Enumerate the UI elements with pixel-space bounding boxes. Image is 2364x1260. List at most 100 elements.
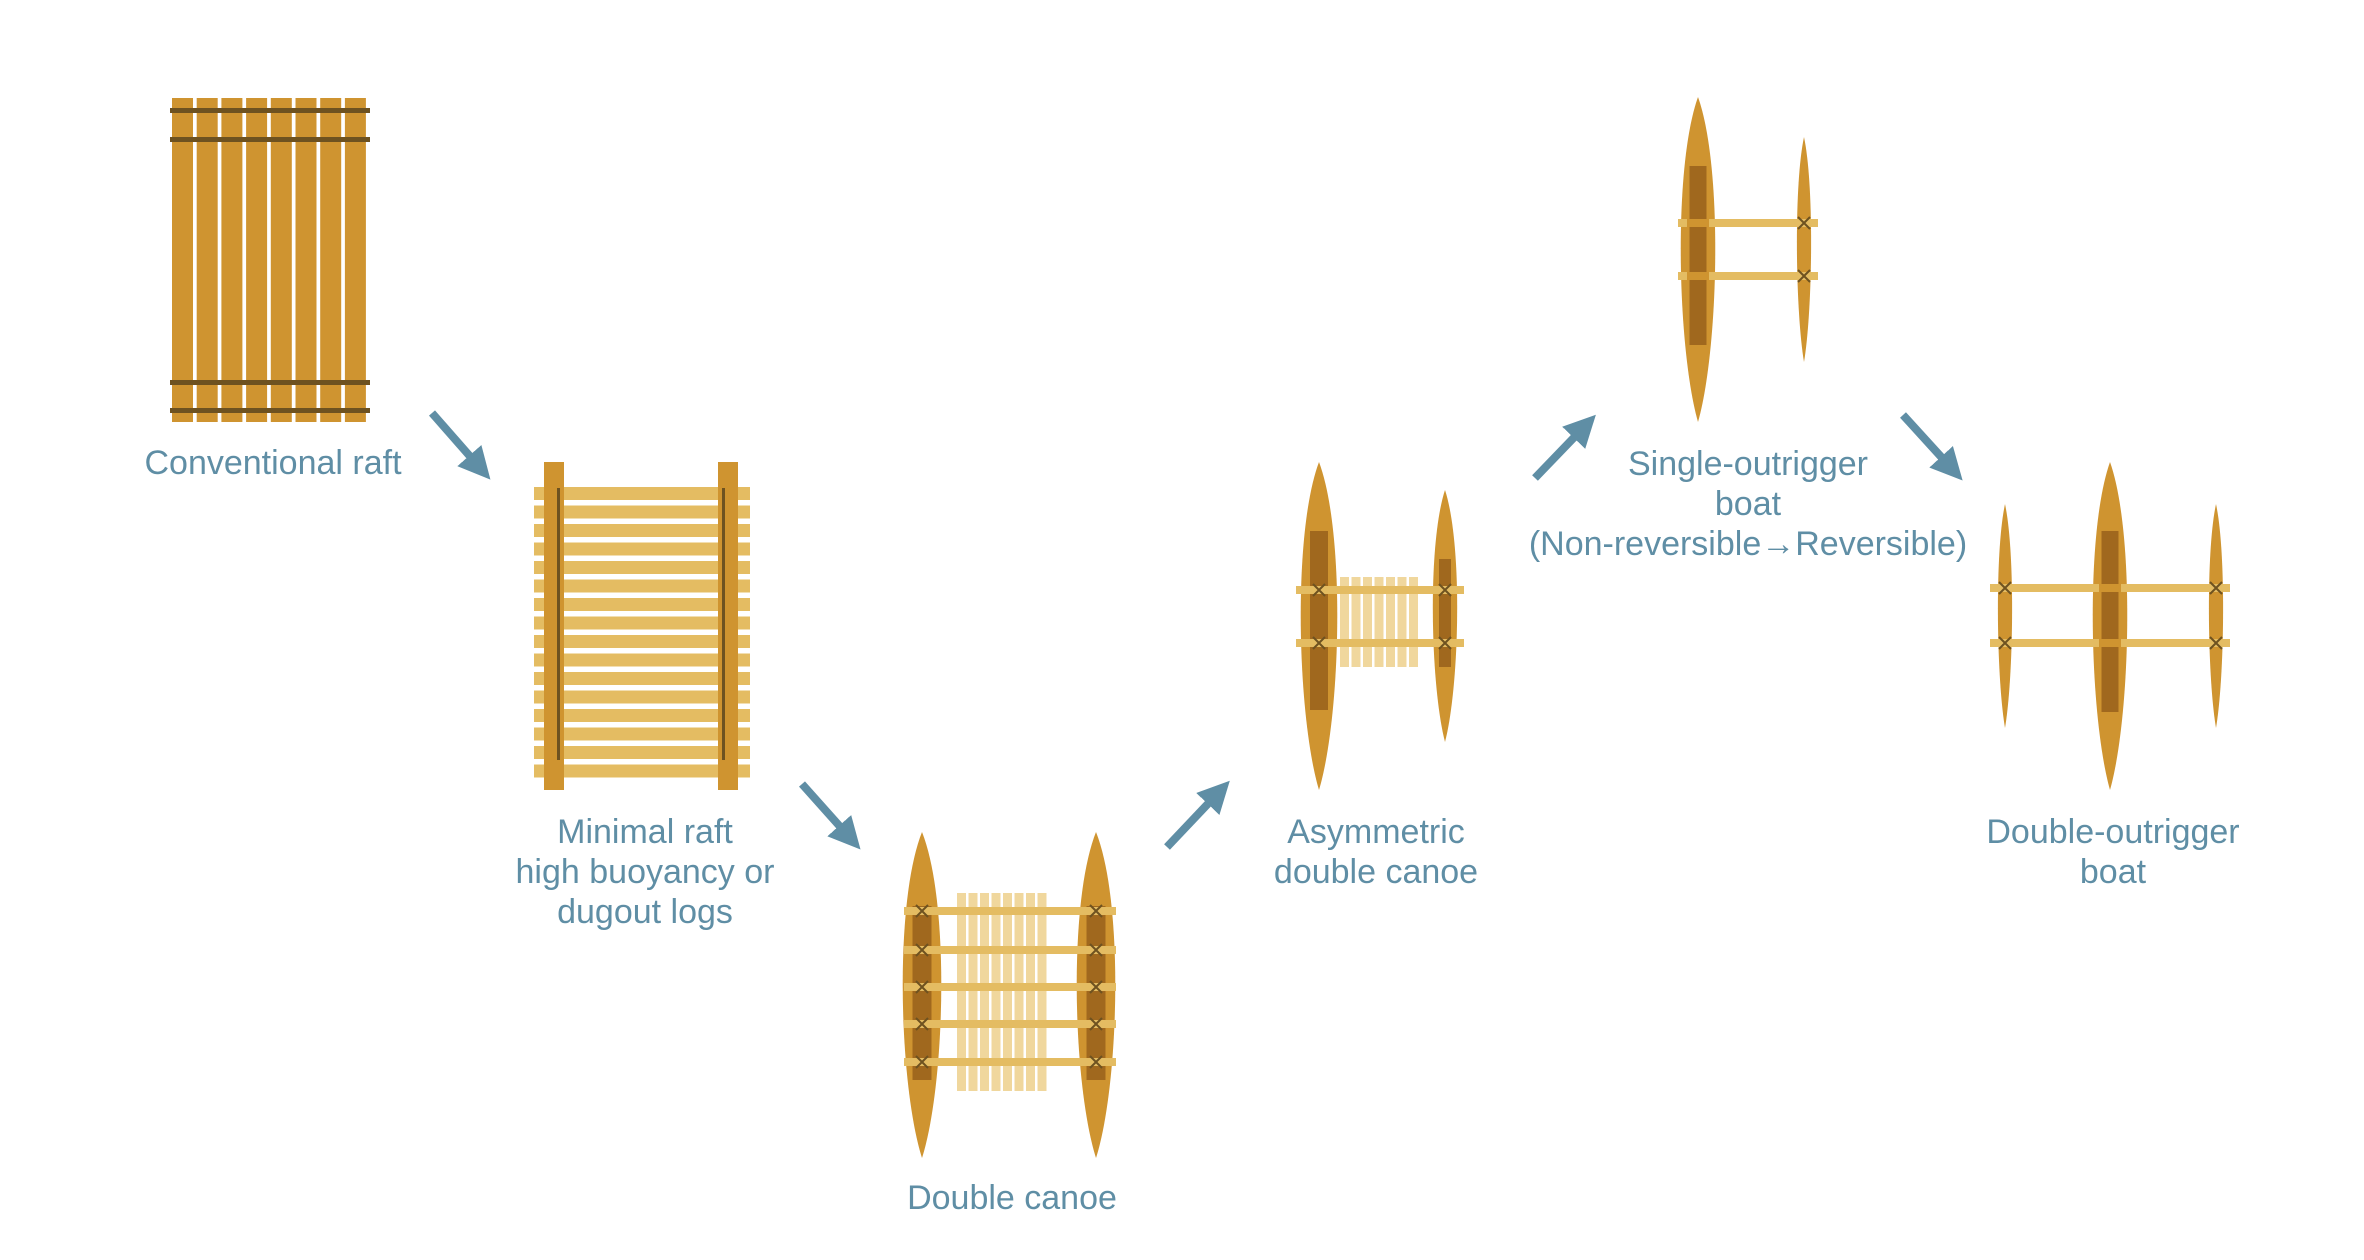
deck-plank (1409, 577, 1418, 667)
hull-interior (1439, 559, 1451, 667)
deck-plank (1026, 893, 1035, 1091)
hull-interior (1689, 166, 1707, 345)
label-line: high buoyancy or (515, 853, 775, 891)
double-canoe-illustration (902, 832, 1116, 1158)
raft-lashing (170, 108, 370, 113)
deck-plank (1037, 893, 1047, 1091)
hull-interior (2101, 531, 2119, 712)
raft-log (221, 98, 243, 422)
lashing-mark (1089, 980, 1103, 994)
lashing-mark (1438, 583, 1452, 597)
label-line: dugout logs (557, 893, 733, 931)
arrow-icon (428, 410, 491, 480)
deck-plank (968, 893, 978, 1091)
deck-plank (1014, 893, 1024, 1091)
boom-joint (2099, 584, 2121, 592)
double-outrigger-illustration (1990, 462, 2230, 790)
label-line: Conventional raft (144, 444, 402, 482)
minimal-raft-illustration (534, 462, 750, 790)
label-line: Double canoe (907, 1179, 1117, 1217)
lashing-mark (1089, 943, 1103, 957)
raft-log (196, 98, 218, 422)
label-line: (Non-reversible→Reversible) (1528, 525, 1968, 563)
lashing-mark (915, 980, 929, 994)
label-line: Asymmetric (1287, 813, 1465, 851)
lashing-mark (1312, 636, 1326, 650)
lashing-mark (1089, 1055, 1103, 1069)
label-double-outrigger-boat: Double-outrigger boat (1986, 812, 2239, 892)
lashing-mark (1089, 1017, 1103, 1031)
crossbeam (904, 1020, 1116, 1028)
deck-plank (957, 893, 966, 1091)
lashing-mark (915, 943, 929, 957)
raft-plank (534, 524, 750, 537)
raft-log (270, 98, 292, 422)
deck-plank (1003, 893, 1012, 1091)
lashing-mark (1998, 636, 2012, 650)
hull-interior (1086, 906, 1106, 1080)
raft-lashing (170, 408, 370, 413)
boom-joint (1687, 272, 1709, 280)
raft-plank (534, 709, 750, 722)
raft-plank (534, 598, 750, 611)
label-line: Double-outrigger (1986, 813, 2240, 851)
label-line: double canoe (1273, 853, 1479, 891)
label-line: boat (2079, 853, 2147, 891)
label-line: boat (1714, 485, 1782, 523)
label-conventional-raft: Conventional raft (144, 443, 401, 483)
deck-plank (980, 893, 989, 1091)
arrow-icon (1900, 412, 1963, 481)
raft-plank (534, 487, 750, 500)
raft-plank (534, 561, 750, 574)
lashing-mark (1089, 904, 1103, 918)
crossbeam (904, 983, 1116, 991)
raft-plank (534, 542, 750, 556)
crossbeam (1296, 586, 1464, 594)
raft-log (172, 98, 193, 422)
raft-plank (534, 505, 750, 519)
transition-arrows (428, 410, 1963, 850)
raft-plank (534, 690, 750, 704)
single-outrigger-illustration (1678, 97, 1818, 422)
crossbeam (904, 946, 1116, 954)
raft-log (344, 98, 366, 422)
raft-plank (534, 616, 750, 630)
float-log (718, 462, 738, 790)
crossbeam (1678, 219, 1818, 227)
deck-plank (1397, 577, 1407, 667)
crossbeam (1296, 639, 1464, 647)
lashing-mark (1797, 216, 1811, 230)
lashing-mark (1797, 269, 1811, 283)
raft-lashing (722, 488, 725, 760)
lashing-mark (2209, 581, 2223, 595)
canoe-hull-icon (1796, 137, 1812, 362)
deck-plank (1374, 577, 1384, 667)
arrow-icon (1164, 780, 1230, 850)
crossbeam (904, 1058, 1116, 1066)
canoe-hull-icon (1997, 504, 2013, 728)
raft-plank (534, 727, 750, 741)
raft-log (295, 98, 317, 422)
label-line: Single-outrigger (1627, 445, 1869, 483)
hull-interior (1310, 531, 1328, 710)
arrow-icon (799, 781, 861, 850)
canoe-hull-icon (2208, 504, 2224, 728)
lashing-mark (1998, 581, 2012, 595)
deck-plank (1386, 577, 1395, 667)
crossbeam (1678, 272, 1818, 280)
raft-plank (534, 672, 750, 685)
lashing-mark (915, 1055, 929, 1069)
label-asymmetric-double-canoe: Asymmetric double canoe (1274, 812, 1478, 892)
boom-joint (1687, 219, 1709, 227)
lashing-mark (2209, 636, 2223, 650)
deck-plank (1363, 577, 1372, 667)
raft-lashing (170, 137, 370, 142)
deck-plank (1340, 577, 1349, 667)
lashing-mark (1438, 636, 1452, 650)
lashing-mark (1312, 583, 1326, 597)
deck-plank (1351, 577, 1361, 667)
deck-plank (991, 893, 1001, 1091)
float-log (544, 462, 564, 790)
raft-log (246, 98, 268, 422)
